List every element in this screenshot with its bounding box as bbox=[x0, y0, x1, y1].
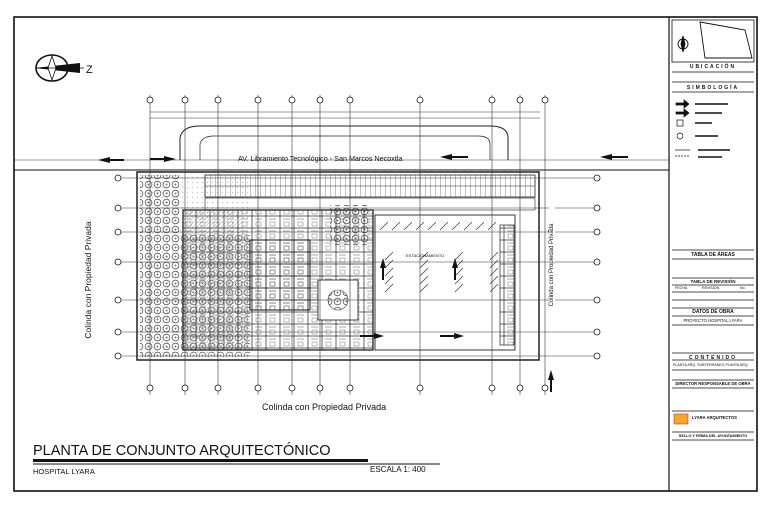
title-block-grid bbox=[671, 19, 755, 441]
title-underline bbox=[33, 459, 368, 462]
director-heading: DIRECTOR RESPONSABLE DE OBRA bbox=[675, 381, 751, 386]
parking-lot bbox=[374, 214, 516, 351]
symbology-samples bbox=[675, 99, 730, 158]
plan-subtitle: HOSPITAL LYARA bbox=[33, 467, 95, 476]
revision-col-revision: REVISIÓN bbox=[702, 286, 720, 290]
revision-col-date: FECHA bbox=[675, 286, 688, 290]
compass-axis-letter: Z bbox=[86, 64, 93, 76]
plan-title: PLANTA DE CONJUNTO ARQUITECTÓNICO bbox=[33, 443, 331, 459]
sheet-frame bbox=[13, 16, 758, 492]
plan-scale: ESCALA 1: 400 bbox=[370, 465, 426, 474]
work-data-heading: DATOS DE OBRA bbox=[692, 309, 734, 315]
revision-heading: TABLA DE REVISIÓN bbox=[690, 279, 736, 284]
symbology-heading: SIMBOLOGÍA bbox=[686, 85, 740, 91]
areas-heading: TABLA DE ÁREAS bbox=[691, 252, 735, 258]
firm-name: LYARA ARQUITECTOS bbox=[692, 415, 737, 420]
grid-axes bbox=[115, 95, 600, 395]
parking-label: ESTACIONAMIENTO bbox=[406, 253, 445, 258]
firm-logo bbox=[673, 413, 689, 425]
location-heading: UBICACIÓN bbox=[689, 64, 737, 70]
left-boundary-label: Colinda con Propiedad Privada bbox=[83, 221, 93, 339]
location-map bbox=[677, 21, 753, 59]
bottom-boundary-label: Colinda con Propiedad Privada bbox=[262, 402, 387, 412]
contents-heading: CONTENIDO bbox=[689, 355, 737, 361]
project-name: PROYECTO HOSPITAL LYARA bbox=[683, 318, 743, 323]
stamp-heading: SELLO Y FIRMA DEL AYUNTAMIENTO bbox=[678, 434, 748, 438]
right-boundary-label: Colinda con Propiedad Privada bbox=[549, 205, 555, 325]
site-boundary bbox=[136, 171, 540, 361]
road-label: AV. Libramiento Tecnológico - San Marcos… bbox=[238, 154, 403, 163]
contents-value: PLANTA ARQ. SUBTERRÁNEO PLANTA ARQ. bbox=[673, 363, 749, 367]
north-compass-icon bbox=[34, 54, 84, 82]
revision-col-number: No. bbox=[740, 286, 746, 290]
